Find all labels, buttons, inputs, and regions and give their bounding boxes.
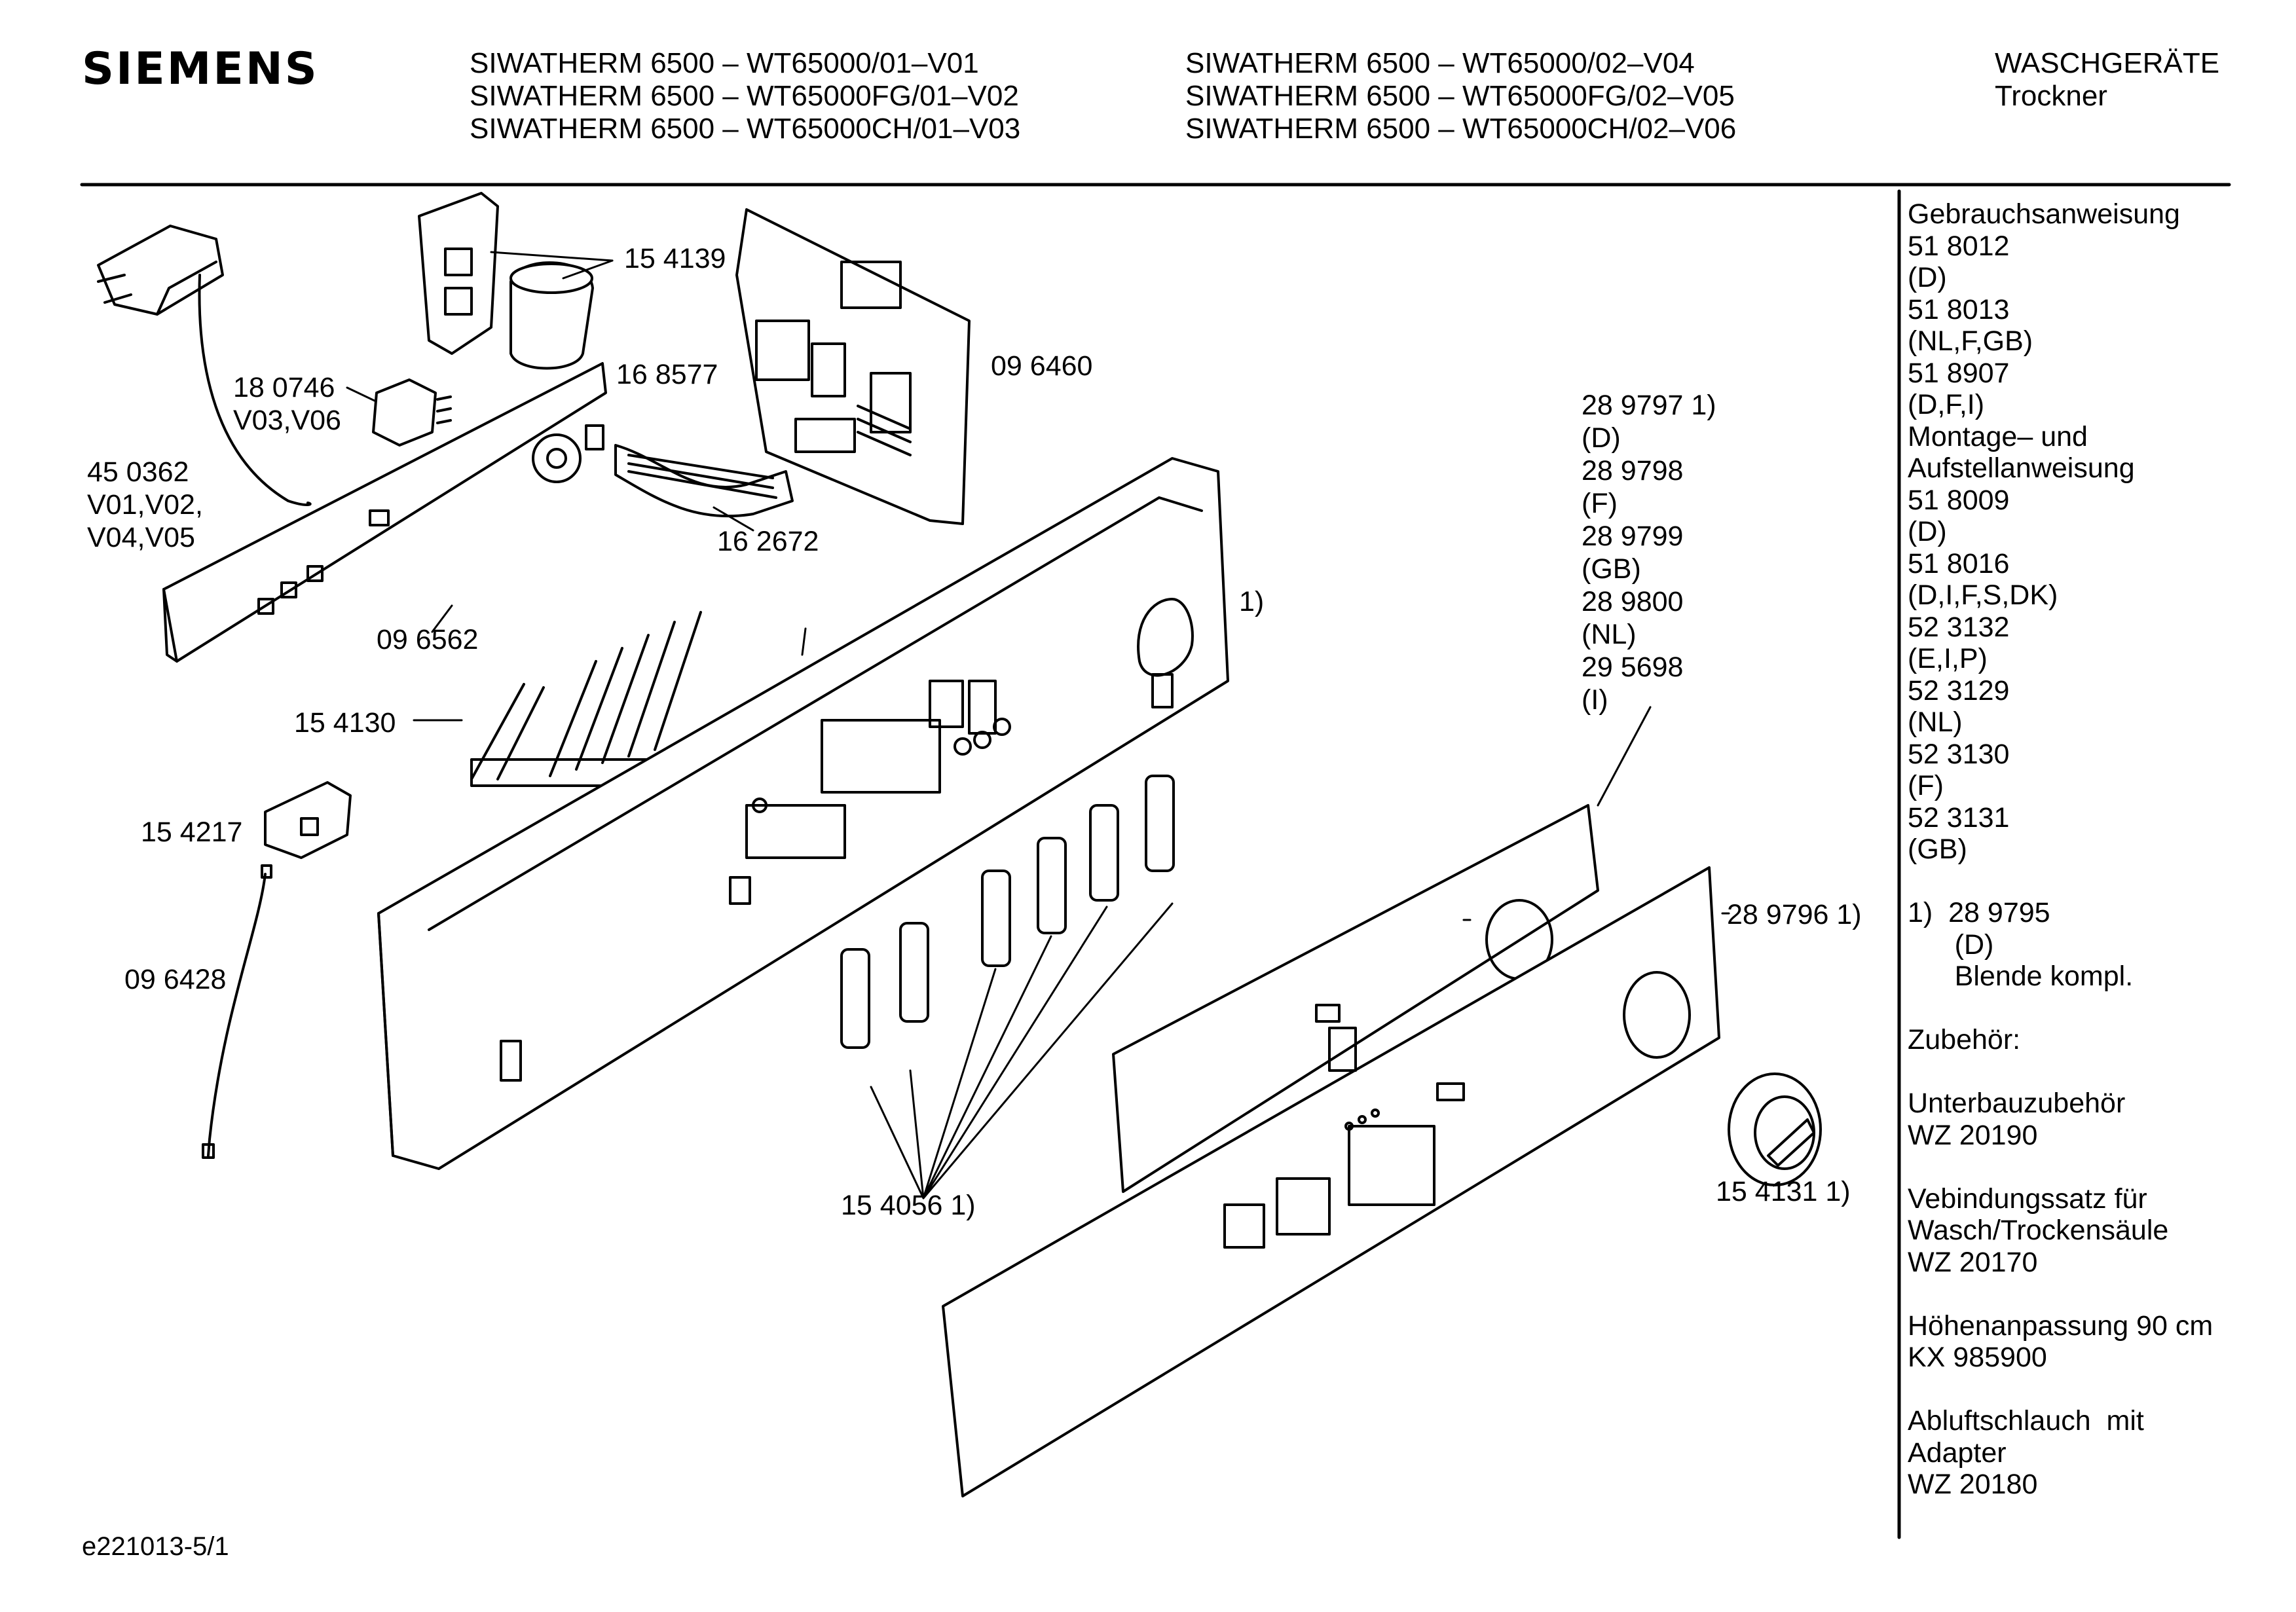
category-block: WASCHGERÄTE Trockner [1995,47,2219,113]
model-line: SIWATHERM 6500 – WT65000CH/02–V06 [1185,113,1737,145]
push-buttons-drawing [840,775,1175,1200]
sidebar-line: Vebindungssatz für [1908,1182,2147,1215]
door-lock-drawing [418,192,614,370]
category-subtitle: Trockner [1995,80,2107,112]
model-line: SIWATHERM 6500 – WT65000CH/01–V03 [470,113,1021,145]
part-label: 15 4139 [624,243,726,274]
part-label: 09 6428 [124,964,227,995]
part-label: 28 9799 [1582,521,1684,552]
model-list-left: SIWATHERM 6500 – WT65000/01–V01 SIWATHER… [470,47,1020,145]
part-label: 28 9800 [1582,586,1684,617]
part-variant: V03,V06 [233,405,341,436]
sidebar-line: Unterbauzubehör [1908,1088,2126,1119]
part-label: 16 8577 [616,359,718,390]
sidebar-line: (D) [1908,516,1947,547]
power-plug-drawing [97,225,312,506]
sidebar-line: 52 3131 [1908,801,2010,833]
model-list-right: SIWATHERM 6500 – WT65000/02–V04 SIWATHER… [1185,47,1736,145]
sidebar-line: WZ 20190 [1908,1119,2038,1151]
sidebar-line: 1) 28 9795 [1908,897,2050,928]
part-label: 15 4131 1) [1716,1176,1851,1207]
control-panel-frame-drawing [377,457,1229,1170]
footnote-ref: 1) [1239,586,1265,617]
part-variant: (F) [1582,488,1618,519]
control-pcb-drawing [162,362,607,663]
knob-drawing [1728,1072,1822,1186]
part-variant: (NL) [1582,619,1637,650]
part-variant: V04,V05 [87,522,195,553]
sidebar-line: (D) [1908,262,1947,293]
sidebar-line: Abluftschlauch mit [1908,1405,2144,1437]
part-label: 16 2672 [717,526,819,557]
model-line: SIWATHERM 6500 – WT65000FG/01–V02 [470,80,1019,112]
sidebar-line: 51 8016 [1908,547,2010,579]
category-title: WASCHGERÄTE [1995,47,2220,79]
sidebar-line: (F) [1908,770,1944,801]
sidebar-line: 51 8009 [1908,484,2010,516]
part-variant: (D) [1582,422,1621,454]
part-label: 15 4217 [141,816,243,848]
model-line: SIWATHERM 6500 – WT65000FG/02–V05 [1185,80,1735,112]
sidebar-spacer [1908,866,2213,898]
model-line: SIWATHERM 6500 – WT65000/02–V04 [1185,47,1695,79]
filter-component-drawing [346,378,452,447]
part-variant: (I) [1582,684,1608,716]
part-label-group: 28 9797 1) (D) 28 9798 (F) 28 9799 (GB) … [1582,389,1716,716]
part-variant: V01,V02, [87,489,203,521]
sidebar-line: Aufstellanweisung [1908,452,2135,484]
sidebar-line: 51 8907 [1908,357,2010,389]
part-label: 15 4056 1) [841,1190,976,1221]
sidebar-spacer [1908,993,2213,1025]
ribbon-cable-drawing [614,444,794,518]
sidebar-line: (E,I,P) [1908,643,1988,674]
sidebar-line: 51 8013 [1908,293,2010,325]
power-module-drawing [735,208,971,525]
sidebar-line: (D) [1908,928,1994,961]
part-label-group: 18 0746 V03,V06 [233,371,341,437]
part-variant: (GB) [1582,553,1641,585]
part-label: 28 9796 1) [1727,899,1862,930]
sidebar-line: Adapter [1908,1437,2007,1469]
sidebar-line: 52 3130 [1908,738,2010,770]
suppressor-drawing [202,781,352,1159]
part-label: 45 0362 [87,456,189,488]
sidebar-line: 52 3129 [1908,674,2010,706]
sidebar-spacer [1908,1056,2213,1088]
sidebar-line: Blende kompl. [1908,961,2134,992]
siemens-logo: SIEMENS [82,43,319,95]
sidebar-line: Gebrauchsanweisung [1908,198,2180,230]
model-line: SIWATHERM 6500 – WT65000/01–V01 [470,47,979,79]
front-fascia-drawing [942,866,1720,1497]
sidebar-line: WZ 20170 [1908,1246,2038,1278]
part-label: 18 0746 [233,372,335,403]
sidebar-spacer [1908,1151,2213,1183]
part-label: 15 4130 [294,707,396,739]
sidebar-line: KX 985900 [1908,1342,2047,1373]
sidebar-line: 51 8012 [1908,230,2010,262]
sidebar-line: Zubehör: [1908,1024,2021,1055]
sidebar-spacer [1908,1374,2213,1406]
part-label: 09 6460 [991,350,1093,382]
sidebar-spacer [1908,1278,2213,1310]
part-label: 28 9797 1) [1582,390,1716,421]
sidebar-line: 52 3132 [1908,611,2010,643]
sidebar-line: Wasch/Trockensäule [1908,1215,2169,1246]
sidebar-line: (NL,F,GB) [1908,325,2033,357]
sidebar-line: (D,I,F,S,DK) [1908,579,2058,611]
part-label: 09 6562 [377,624,479,655]
panel-foil-drawing [1112,706,1652,1193]
part-label: 29 5698 [1582,651,1684,683]
part-label: 28 9798 [1582,455,1684,486]
switch-contacts-drawing [470,611,702,787]
drawing-code: e221013-5/1 [82,1532,229,1561]
sidebar-line: Montage– und [1908,420,2088,452]
sidebar-line: (D,F,I) [1908,389,1985,420]
sidebar-line: WZ 20180 [1908,1469,2038,1500]
sidebar-line: (GB) [1908,833,1967,865]
sidebar-line: Höhenanpassung 90 cm [1908,1310,2213,1342]
sidebar-line: (NL) [1908,706,1963,738]
part-label-group: 45 0362 V01,V02, V04,V05 [87,456,203,554]
